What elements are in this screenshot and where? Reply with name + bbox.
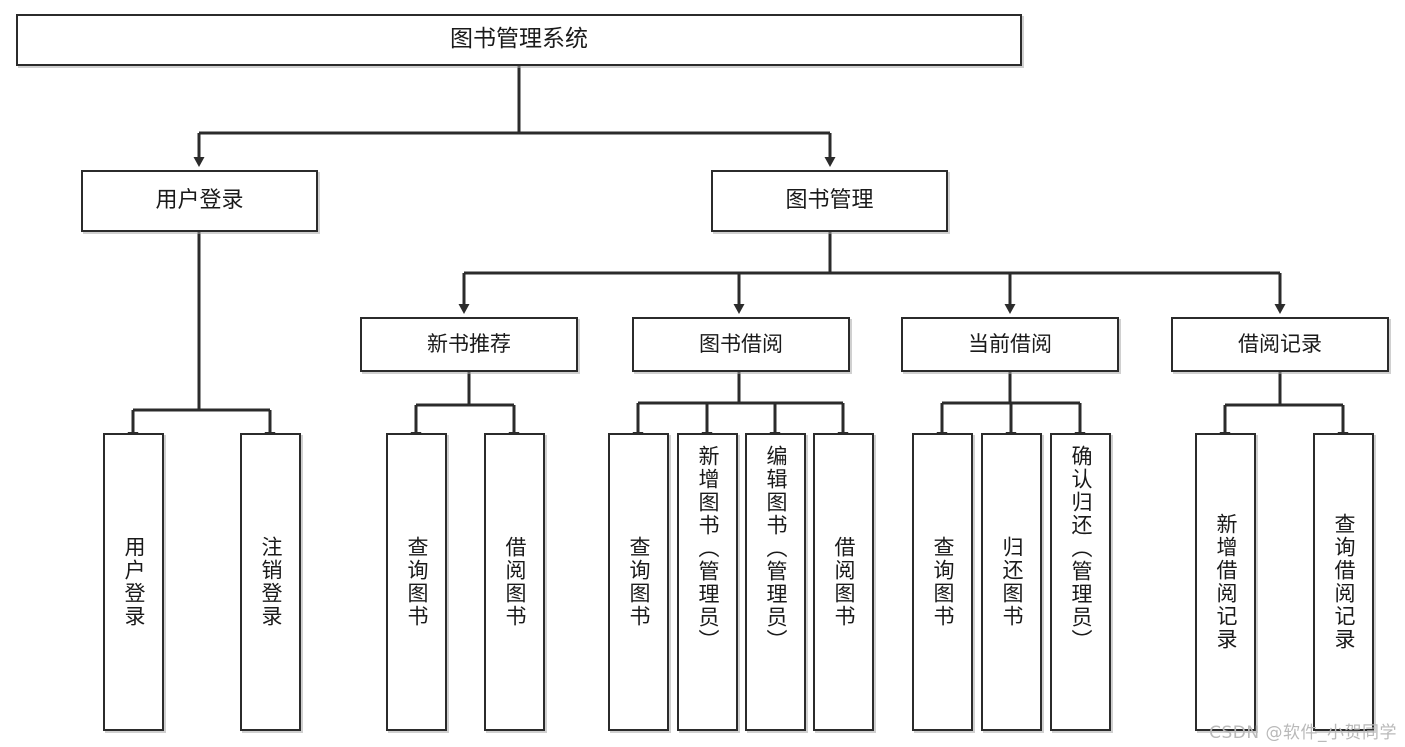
node-new-book-recommend-label: 新书推荐 (427, 332, 511, 357)
node-borrow-record-label: 借阅记录 (1238, 332, 1322, 357)
leaf-return-book[interactable]: 归还图书 (981, 433, 1042, 731)
node-current-borrow-label: 当前借阅 (968, 332, 1052, 357)
node-new-book-recommend[interactable]: 新书推荐 (360, 317, 578, 372)
leaf-borrow-book-2-label: 借阅图书 (832, 536, 856, 628)
csdn-watermark: CSDN @软件_小贺同学 (1209, 723, 1397, 743)
leaf-confirm-return[interactable]: 确认归还（管理员） (1050, 433, 1111, 731)
leaf-query-book-3-label: 查询图书 (931, 536, 955, 628)
leaf-add-book-label: 新增图书（管理员） (696, 445, 720, 652)
node-book-borrow-label: 图书借阅 (699, 332, 783, 357)
leaf-query-record[interactable]: 查询借阅记录 (1313, 433, 1374, 731)
node-root-label: 图书管理系统 (450, 26, 588, 53)
node-user-login-label: 用户登录 (155, 188, 244, 214)
leaf-query-record-label: 查询借阅记录 (1332, 513, 1356, 651)
leaf-user-logout-label: 注销登录 (259, 536, 283, 628)
leaf-add-record-label: 新增借阅记录 (1214, 513, 1238, 651)
leaf-query-book-1[interactable]: 查询图书 (386, 433, 447, 731)
node-book-management-label: 图书管理 (785, 188, 874, 214)
leaf-query-book-3[interactable]: 查询图书 (912, 433, 973, 731)
leaf-user-login-label: 用户登录 (122, 536, 146, 628)
leaf-add-record[interactable]: 新增借阅记录 (1195, 433, 1256, 731)
leaf-return-book-label: 归还图书 (1000, 536, 1024, 628)
leaf-edit-book-label: 编辑图书（管理员） (764, 445, 788, 652)
leaf-borrow-book-1-label: 借阅图书 (503, 536, 527, 628)
leaf-query-book-1-label: 查询图书 (405, 536, 429, 628)
node-user-login[interactable]: 用户登录 (81, 170, 318, 232)
leaf-borrow-book-1[interactable]: 借阅图书 (484, 433, 545, 731)
node-book-management[interactable]: 图书管理 (711, 170, 948, 232)
node-book-borrow[interactable]: 图书借阅 (632, 317, 850, 372)
leaf-query-book-2[interactable]: 查询图书 (608, 433, 669, 731)
node-root[interactable]: 图书管理系统 (16, 14, 1022, 66)
leaf-add-book[interactable]: 新增图书（管理员） (677, 433, 738, 731)
leaf-query-book-2-label: 查询图书 (627, 536, 651, 628)
leaf-confirm-return-label: 确认归还（管理员） (1069, 445, 1093, 652)
node-borrow-record[interactable]: 借阅记录 (1171, 317, 1389, 372)
leaf-user-logout[interactable]: 注销登录 (240, 433, 301, 731)
leaf-edit-book[interactable]: 编辑图书（管理员） (745, 433, 806, 731)
leaf-borrow-book-2[interactable]: 借阅图书 (813, 433, 874, 731)
node-current-borrow[interactable]: 当前借阅 (901, 317, 1119, 372)
leaf-user-login[interactable]: 用户登录 (103, 433, 164, 731)
